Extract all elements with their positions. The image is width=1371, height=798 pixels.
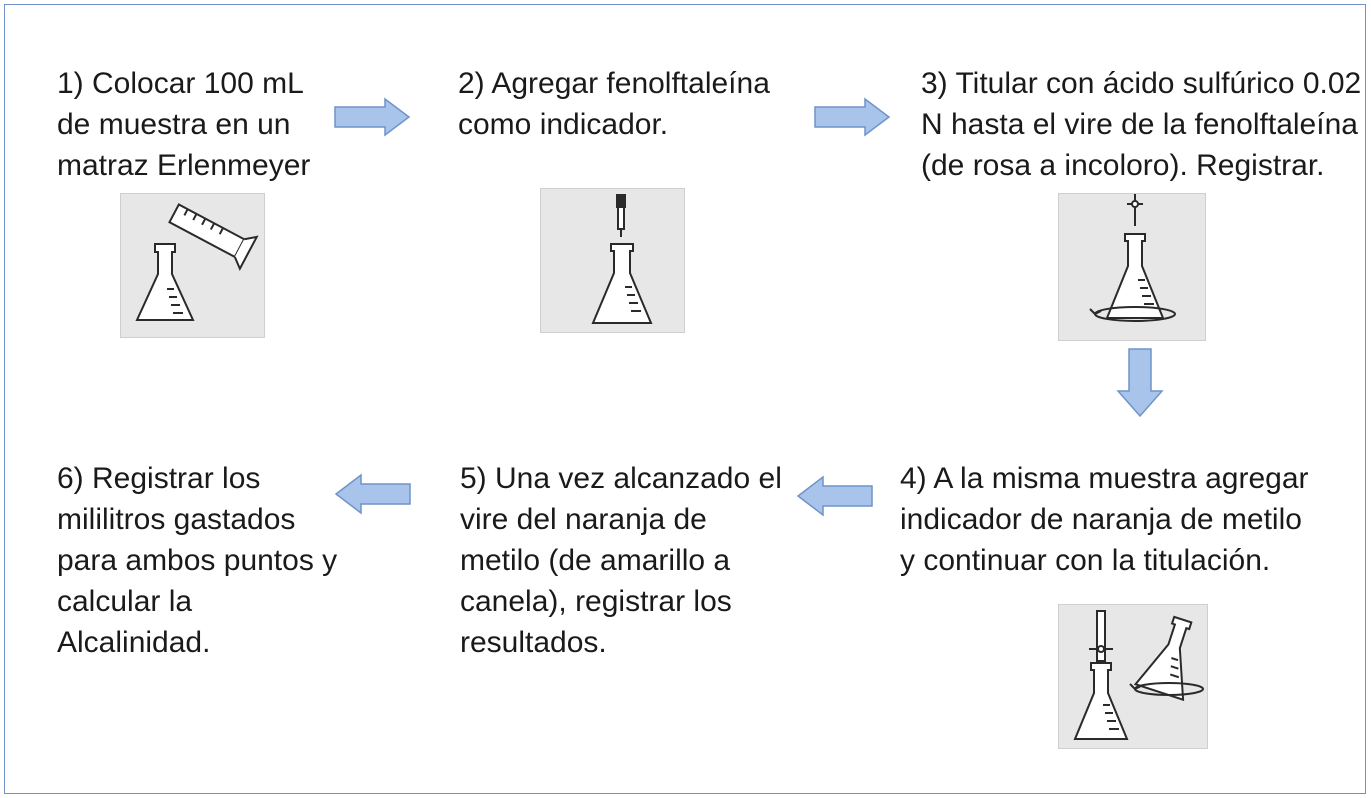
step-1-text: 1) Colocar 100 mL de muestra en un matra… xyxy=(57,67,311,182)
diagram-frame xyxy=(4,4,1366,794)
arrow-left-4-to-5-icon xyxy=(796,475,873,517)
step-5-text: 5) Una vez alcanzado el vire del naranja… xyxy=(460,462,782,659)
burette-titration-picture xyxy=(1058,193,1206,341)
flask-and-cylinder-icon xyxy=(135,203,259,321)
flask-and-cylinder-picture xyxy=(120,193,265,338)
arrow-right-1-to-2-icon xyxy=(334,97,411,137)
arrow-right-2-to-3-icon xyxy=(814,97,891,137)
step-3-text: 3) Titular con ácido sulfúrico 0.02 N ha… xyxy=(921,67,1362,182)
burette-and-swirl-icon xyxy=(1073,610,1204,740)
step-4-text: 4) A la misma muestra agregar indicador … xyxy=(900,462,1309,577)
arrow-left-5-to-6-icon xyxy=(334,473,411,515)
flask-with-dropper-picture xyxy=(540,188,685,333)
step-2-text: 2) Agregar fenolftaleína como indicador. xyxy=(458,67,770,141)
arrow-down-3-to-4-icon xyxy=(1116,348,1164,418)
step-6-text: 6) Registrar los mililitros gastados par… xyxy=(57,462,338,659)
flask-with-dropper-icon xyxy=(591,194,653,324)
burette-titration-icon xyxy=(1089,194,1176,322)
burette-and-swirl-picture xyxy=(1058,604,1208,749)
